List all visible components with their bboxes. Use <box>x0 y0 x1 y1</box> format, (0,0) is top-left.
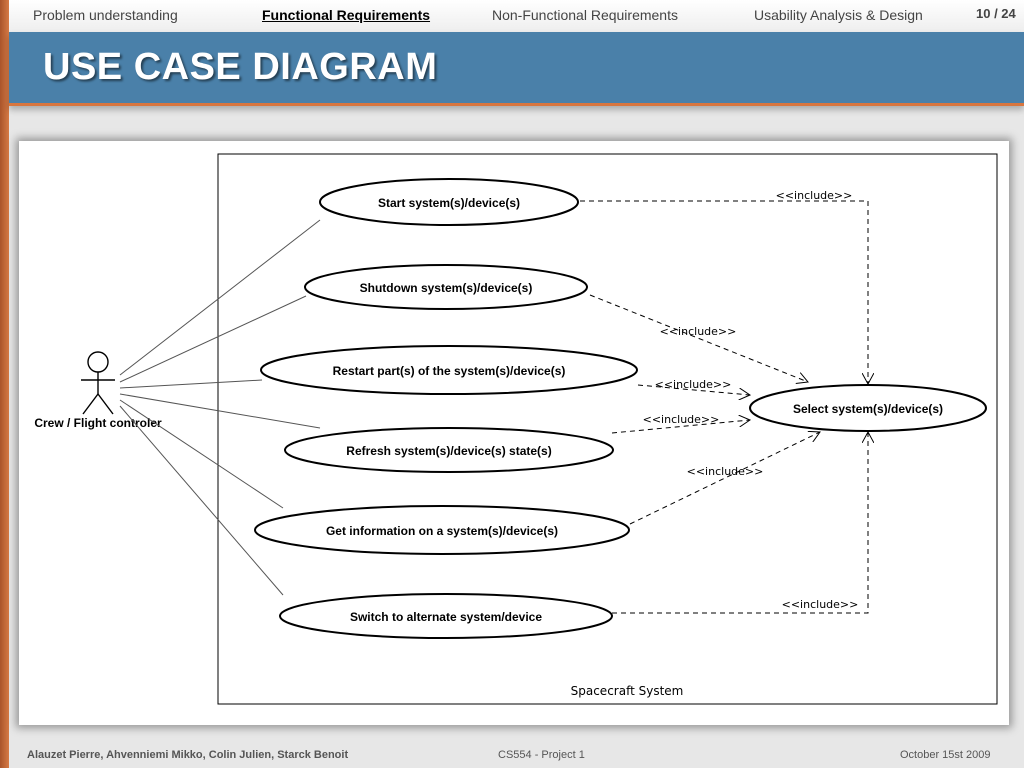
use-case-label: Shutdown system(s)/device(s) <box>360 281 533 295</box>
use-case-label: Start system(s)/device(s) <box>378 196 520 210</box>
include-labels: <<include>> <<include>> <<include>> <<in… <box>643 189 859 611</box>
nav-item-problem-understanding[interactable]: Problem understanding <box>33 7 178 23</box>
use-case-label: Select system(s)/device(s) <box>793 402 943 416</box>
include-arrow-getinfo <box>629 432 820 525</box>
nav-item-functional-requirements[interactable]: Functional Requirements <box>262 7 431 23</box>
footer-date: October 15st 2009 <box>900 749 991 761</box>
use-case-select[interactable]: Select system(s)/device(s) <box>749 384 987 432</box>
system-boundary <box>217 153 998 705</box>
include-label: <<include>> <box>782 598 859 611</box>
footer-authors: Alauzet Pierre, Ahvenniemi Mikko, Colin … <box>27 749 349 761</box>
use-case-start[interactable]: Start system(s)/device(s) <box>319 178 579 226</box>
use-case-shape <box>749 384 987 432</box>
system-boundary-label: Spacecraft System <box>571 684 684 698</box>
use-case-label: Get information on a system(s)/device(s) <box>326 524 558 538</box>
use-cases: Start system(s)/device(s) Shutdown syste… <box>254 178 987 639</box>
include-label: <<include>> <box>655 378 732 391</box>
use-case-label: Refresh system(s)/device(s) state(s) <box>346 444 551 458</box>
include-label: <<include>> <box>776 189 853 202</box>
association-lines <box>119 219 321 596</box>
actor-figure <box>81 351 115 415</box>
footer-course: CS554 - Project 1 <box>498 749 585 761</box>
association-line <box>119 405 284 596</box>
use-case-restart[interactable]: Restart part(s) of the system(s)/device(… <box>260 345 638 395</box>
page-title: USE CASE DIAGRAM <box>43 46 438 88</box>
association-line <box>119 399 284 509</box>
actor-right-leg <box>97 393 114 415</box>
actor-left-leg <box>82 393 99 415</box>
include-label: <<include>> <box>660 325 737 338</box>
association-line <box>119 295 307 383</box>
actor-label: Crew / Flight controler <box>34 416 162 430</box>
page-number: 10 / 24 <box>976 6 1016 21</box>
include-arrow-switch <box>612 432 868 614</box>
include-label: <<include>> <box>643 413 720 426</box>
include-arrow-shutdown <box>589 294 808 382</box>
use-case-get-information[interactable]: Get information on a system(s)/device(s) <box>254 505 630 555</box>
use-case-shape <box>254 505 630 555</box>
association-line <box>119 219 321 376</box>
use-case-shape <box>260 345 638 395</box>
include-arrow-start <box>580 200 868 384</box>
use-case-shape <box>304 264 588 310</box>
include-arrow-restart <box>637 384 750 395</box>
nav-item-usability-analysis[interactable]: Usability Analysis & Design <box>754 7 923 23</box>
include-dependencies <box>580 200 868 614</box>
use-case-shutdown[interactable]: Shutdown system(s)/device(s) <box>304 264 588 310</box>
association-line <box>119 393 321 429</box>
title-banner: USE CASE DIAGRAM <box>9 32 1024 106</box>
include-label: <<include>> <box>687 465 764 478</box>
left-accent-stripe <box>0 0 9 768</box>
use-case-shape <box>279 593 613 639</box>
use-case-switch[interactable]: Switch to alternate system/device <box>279 593 613 639</box>
use-case-label: Switch to alternate system/device <box>350 610 542 624</box>
nav-item-non-functional-requirements[interactable]: Non-Functional Requirements <box>492 7 678 23</box>
top-navigation: Problem understanding Functional Require… <box>9 0 1024 32</box>
use-case-shape <box>284 427 614 473</box>
use-case-shape <box>319 178 579 226</box>
use-case-refresh[interactable]: Refresh system(s)/device(s) state(s) <box>284 427 614 473</box>
actor-head <box>87 351 109 373</box>
association-line <box>119 379 263 389</box>
use-case-label: Restart part(s) of the system(s)/device(… <box>333 364 566 378</box>
